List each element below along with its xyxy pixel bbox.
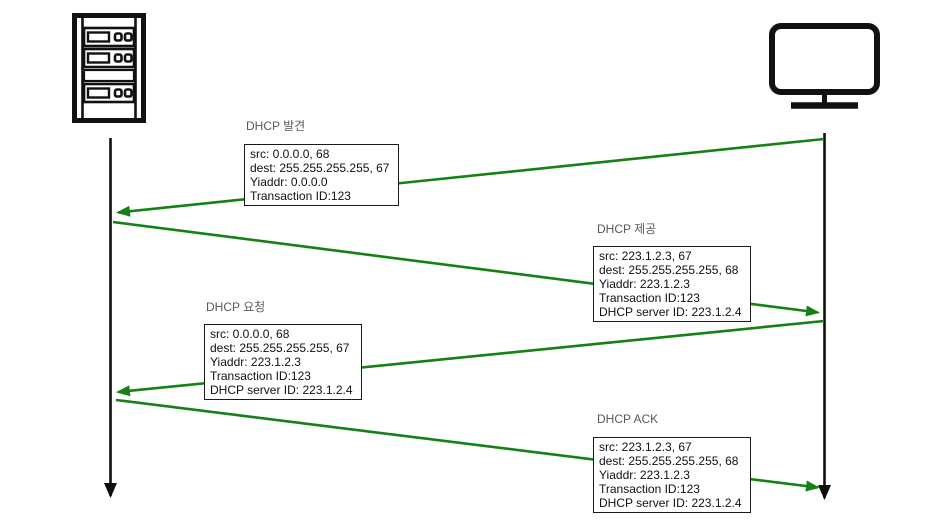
field-dest: dest: 255.255.255.255, 67 xyxy=(210,341,350,355)
field-yiaddr: Yiaddr: 0.0.0.0 xyxy=(250,175,328,189)
field-src: src: 223.1.2.3, 67 xyxy=(599,249,692,263)
field-dhcp-server-id: DHCP server ID: 223.1.2.4 xyxy=(210,383,353,397)
field-dhcp-server-id: DHCP server ID: 223.1.2.4 xyxy=(599,496,742,510)
field-transaction-id: Transaction ID:123 xyxy=(599,482,700,496)
field-yiaddr: Yiaddr: 223.1.2.3 xyxy=(599,468,690,482)
monitor-icon xyxy=(769,23,880,109)
field-dest: dest: 255.255.255.255, 67 xyxy=(250,161,390,175)
field-transaction-id: Transaction ID:123 xyxy=(250,189,351,203)
field-src: src: 0.0.0.0, 68 xyxy=(250,147,330,161)
field-dest: dest: 255.255.255.255, 68 xyxy=(599,454,739,468)
arrow-dhcp-discover xyxy=(116,137,825,217)
message-label-dhcp-discover: DHCP 발견 xyxy=(246,119,306,133)
field-dest: dest: 255.255.255.255, 68 xyxy=(599,263,739,277)
message-label-dhcp-offer: DHCP 제공 xyxy=(597,222,657,236)
message-label-dhcp-request: DHCP 요청 xyxy=(206,300,266,314)
message-label-dhcp-ack: DHCP ACK xyxy=(597,412,659,426)
field-transaction-id: Transaction ID:123 xyxy=(210,369,311,383)
message-box-dhcp-ack: src: 223.1.2.3, 67 dest: 255.255.255.255… xyxy=(593,437,751,513)
field-src: src: 0.0.0.0, 68 xyxy=(210,327,290,341)
field-src: src: 223.1.2.3, 67 xyxy=(599,440,692,454)
field-dhcp-server-id: DHCP server ID: 223.1.2.4 xyxy=(599,305,742,319)
field-yiaddr: Yiaddr: 223.1.2.3 xyxy=(599,277,690,291)
field-transaction-id: Transaction ID:123 xyxy=(599,291,700,305)
message-box-dhcp-discover: src: 0.0.0.0, 68 dest: 255.255.255.255, … xyxy=(244,144,399,206)
server-rack-icon xyxy=(72,13,146,123)
field-yiaddr: Yiaddr: 223.1.2.3 xyxy=(210,355,301,369)
message-box-dhcp-offer: src: 223.1.2.3, 67 dest: 255.255.255.255… xyxy=(593,246,751,322)
message-box-dhcp-request: src: 0.0.0.0, 68 dest: 255.255.255.255, … xyxy=(204,324,362,400)
